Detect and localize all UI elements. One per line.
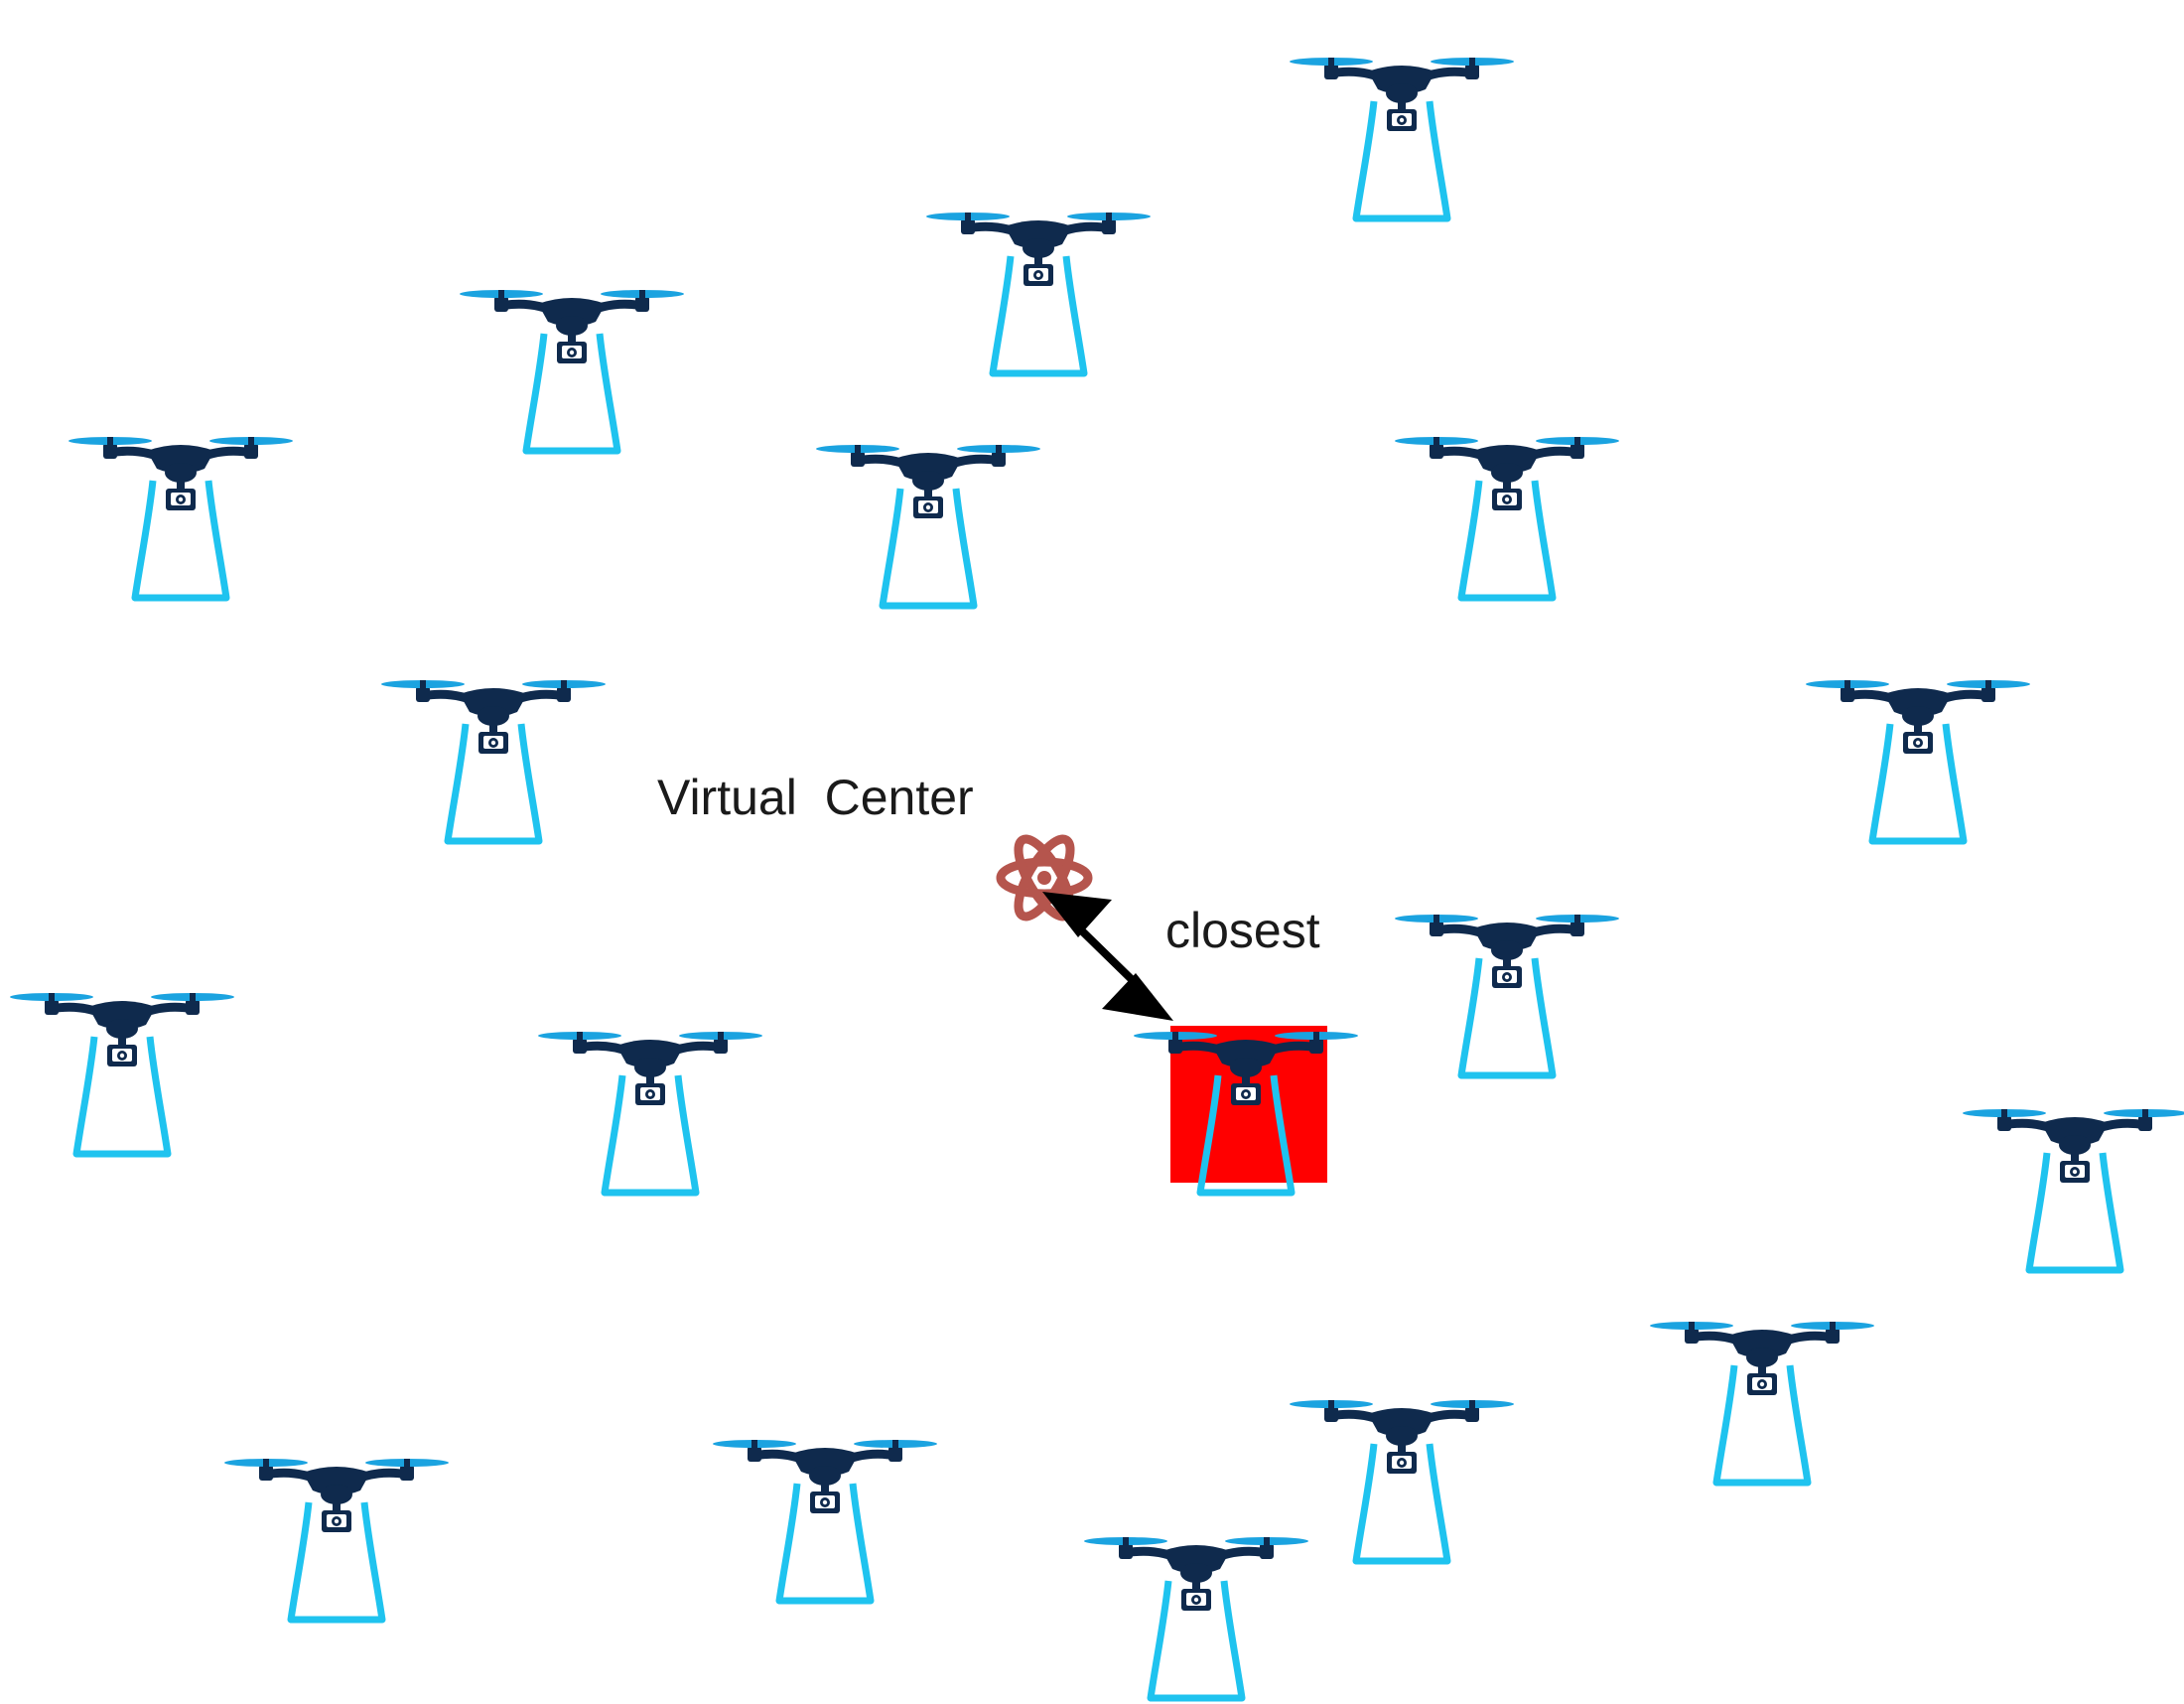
drone-icon bbox=[926, 213, 1151, 373]
drone-icon bbox=[1395, 915, 1619, 1075]
closest-label: closest bbox=[1165, 903, 1320, 958]
virtual-center-label: Virtual Center bbox=[657, 770, 974, 825]
drone-icon bbox=[224, 1459, 449, 1620]
drone-icon bbox=[1290, 58, 1514, 218]
drone-icon bbox=[1806, 680, 2030, 841]
drone-icon bbox=[381, 680, 606, 841]
drone-icon bbox=[1290, 1400, 1514, 1561]
drone-icon bbox=[68, 437, 293, 598]
double-headed-arrow bbox=[1042, 892, 1173, 1021]
drone-icon bbox=[713, 1440, 937, 1601]
drone-icon bbox=[1650, 1322, 1874, 1483]
drone-icon bbox=[1395, 437, 1619, 598]
drone-icon bbox=[1963, 1109, 2184, 1270]
drone-icon bbox=[10, 993, 234, 1154]
drone-icon bbox=[538, 1032, 762, 1193]
drone-icon bbox=[460, 290, 684, 451]
drone-icon bbox=[1084, 1537, 1308, 1698]
drone-icon bbox=[816, 445, 1040, 606]
